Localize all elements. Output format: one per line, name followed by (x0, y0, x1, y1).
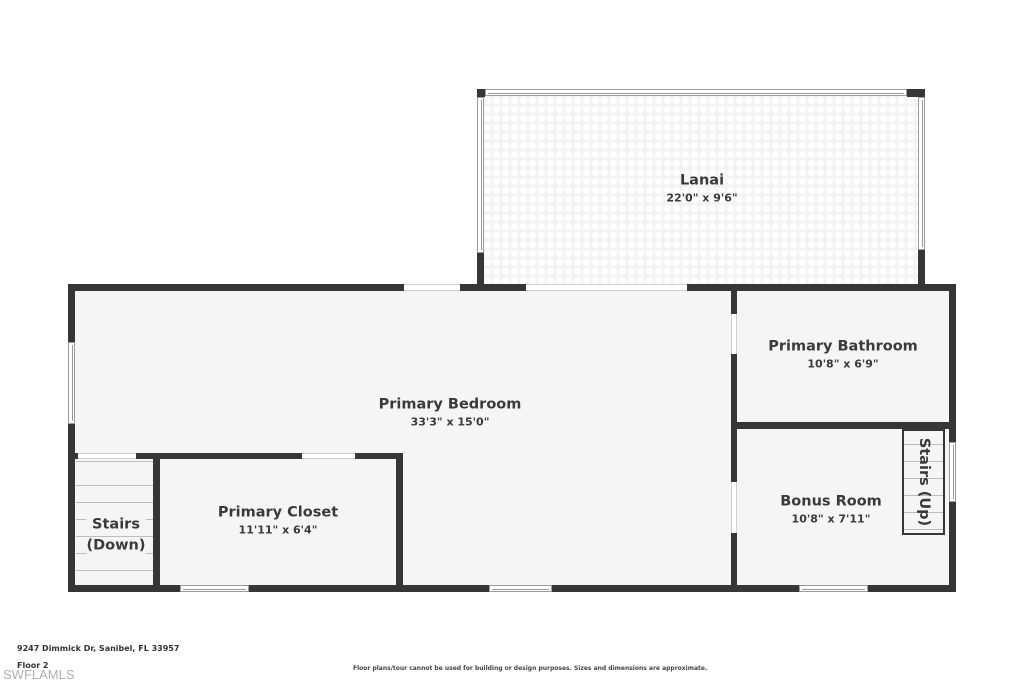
room-label-bonus-room: Bonus Room 10'8" x 7'11" (780, 494, 882, 527)
brand-watermark: SWFLAMLS (3, 667, 75, 682)
room-name: Primary Bathroom (768, 338, 918, 355)
lanai-screen-right (918, 97, 925, 250)
room-dimensions: 10'8" x 7'11" (791, 513, 871, 527)
room-label-primary-closet: Primary Closet 11'11" x 6'4" (218, 505, 338, 538)
wall-stairs-closet (153, 459, 160, 592)
main-floor (73, 289, 952, 587)
room-label-primary-bathroom: Primary Bathroom 10'8" x 6'9" (768, 339, 918, 372)
wall-divider-3 (731, 533, 737, 592)
window-bottom-closet (180, 585, 249, 592)
opening-stairs-down (78, 453, 136, 459)
opening-top-lanai (526, 284, 687, 291)
room-dimensions: 11'11" x 6'4" (238, 524, 318, 538)
room-name: Lanai (679, 172, 725, 189)
wall-right-1 (949, 284, 956, 442)
window-bottom-bedroom (489, 585, 552, 592)
room-name: Primary Closet (217, 504, 339, 521)
lanai-wall-right (918, 250, 925, 287)
wall-closet-top-1 (136, 453, 302, 459)
room-name: Primary Bedroom (378, 396, 522, 413)
lanai-screen-left (477, 97, 484, 253)
wall-top-3 (687, 284, 956, 291)
stairs-down-line1: Stairs (86, 516, 146, 534)
window-bottom-bonus (799, 585, 868, 592)
room-label-primary-bedroom: Primary Bedroom 33'3" x 15'0" (379, 397, 522, 430)
opening-bonus (731, 482, 737, 533)
wall-closet-top-left (68, 453, 78, 459)
wall-divider-2 (731, 354, 737, 482)
wall-right-2 (949, 502, 956, 592)
stairs-up: Stairs (Up) (902, 429, 945, 535)
wall-left-1 (68, 284, 75, 342)
wall-closet-right (396, 453, 403, 592)
wall-bath-bonus (731, 422, 956, 429)
lanai-corner-tl (477, 89, 485, 97)
wall-top-1 (68, 284, 404, 291)
window-left (68, 342, 75, 424)
stairs-down-line2: (Down) (86, 538, 146, 556)
floor-label: Floor 2 (17, 661, 49, 670)
room-label-stairs-down: Stairs (Down) (86, 516, 146, 556)
room-dimensions: 10'8" x 6'9" (807, 358, 879, 372)
disclaimer: Floor plans/tour cannot be used for buil… (353, 665, 708, 672)
lanai-wall-left (477, 253, 484, 287)
window-right-bonus (949, 442, 956, 502)
wall-closet-top-2 (355, 453, 403, 459)
room-label-lanai: Lanai 22'0" x 9'6" (666, 173, 737, 206)
stairs-up-label: Stairs (Up) (915, 437, 932, 527)
wall-top-2 (460, 284, 526, 291)
lanai-screen-top (485, 89, 907, 96)
address: 9247 Dimmick Dr, Sanibel, FL 33957 (17, 644, 180, 653)
wall-left-2 (68, 424, 75, 592)
room-dimensions: 33'3" x 15'0" (410, 416, 490, 430)
lanai-corner-tr (907, 89, 925, 97)
opening-top-1 (404, 284, 460, 291)
opening-closet (302, 453, 355, 459)
opening-bathroom (731, 314, 737, 354)
lanai-floor (482, 96, 922, 286)
room-name: Bonus Room (780, 493, 882, 510)
wall-divider-1 (731, 284, 737, 314)
room-dimensions: 22'0" x 9'6" (666, 192, 738, 206)
